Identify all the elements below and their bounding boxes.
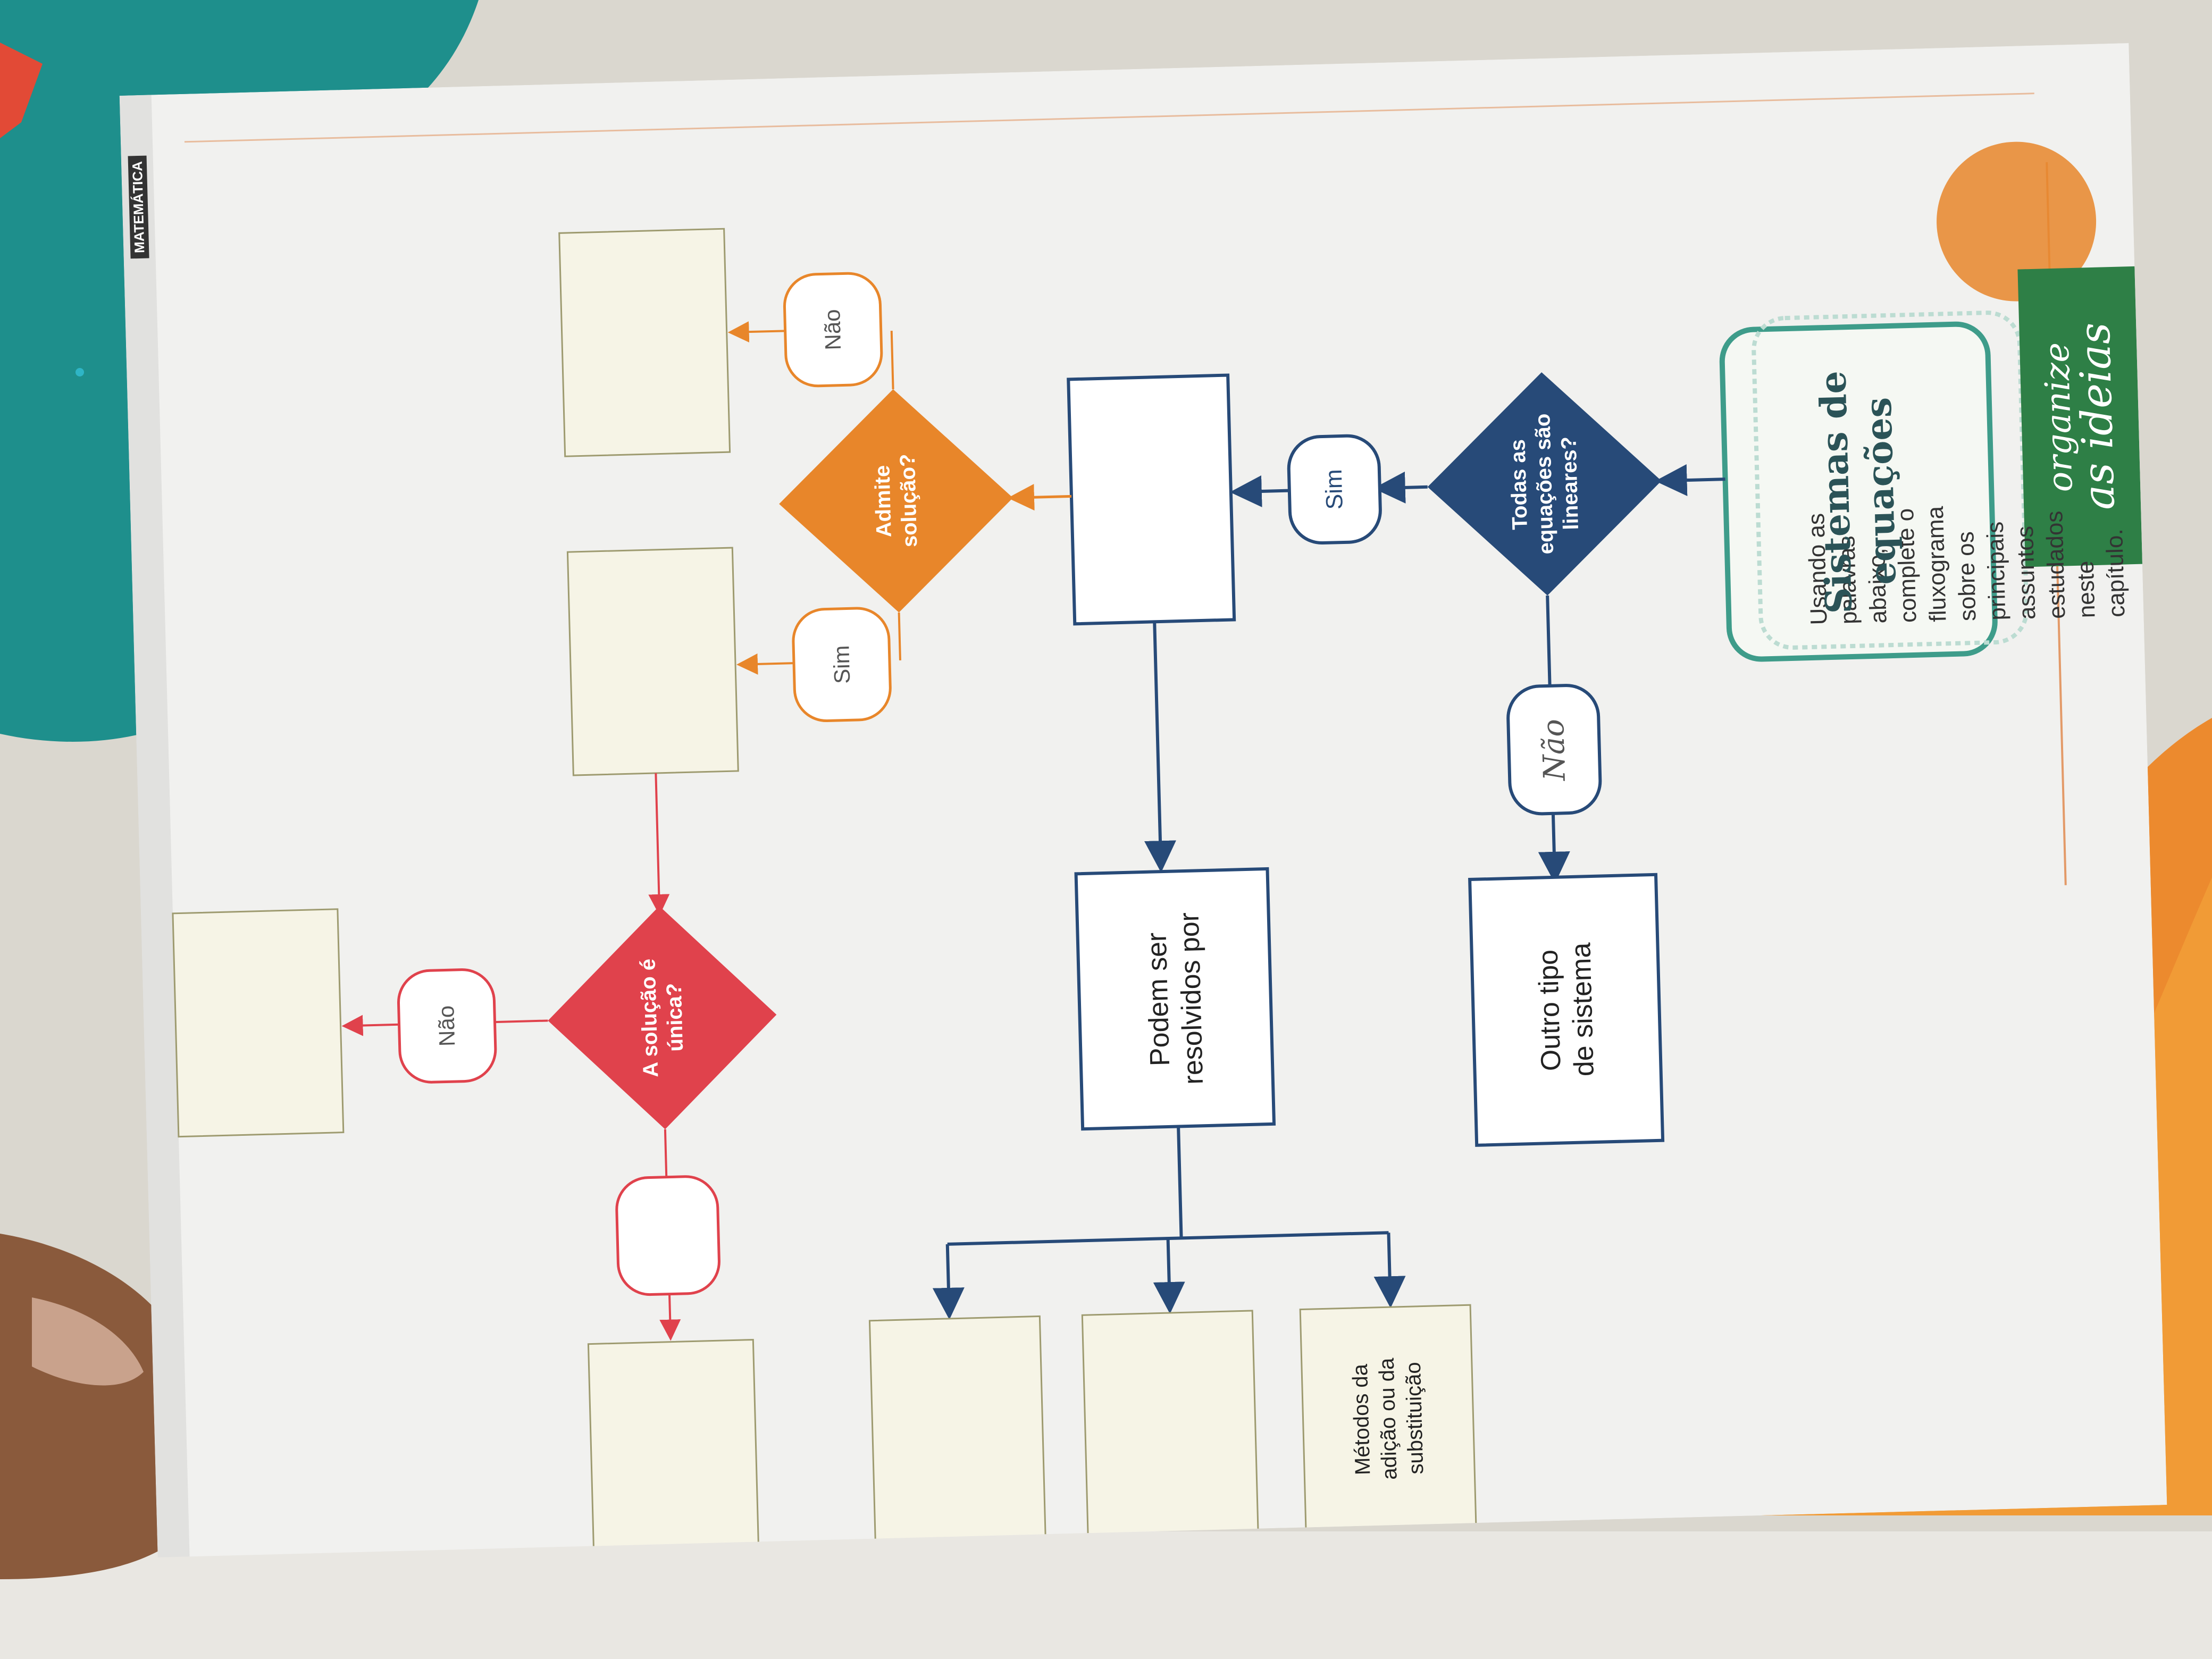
methods-wrap: Métodos da adição ou da substituição [1300,1305,1476,1532]
start-label: Sistemas de equações [1812,370,1905,614]
flowchart-canvas [119,43,2167,1558]
q-admits-label: Admite solução? [870,454,922,548]
ans-linear-yes: Sim [1320,468,1348,510]
other-system-label: Outro tipo de sistema [1532,942,1600,1077]
badge-line2: as ideias [2069,322,2124,511]
card-unique-no [172,908,345,1138]
other-system-wrap: Outro tipo de sistema [1470,875,1663,1145]
next-page-strip [0,1531,2212,1659]
textbook-page: organize as ideias Usando as palavras ab… [119,43,2167,1558]
header-badge [1937,141,2143,567]
q-admits-wrap: Admite solução? [776,386,1016,615]
solved-by-label: Podem ser resolvidos por [1141,912,1210,1085]
q-unique-label: A solução é única? [636,958,688,1078]
card-admits-yes [566,547,739,776]
methods-label: Métodos da adição ou da substituição [1348,1358,1428,1480]
ans-linear-yes-wrap: Sim [1288,435,1381,543]
q-linear-label: Todas as equações são lineares? [1506,413,1583,555]
ans-unique-no-wrap: Não [398,969,496,1083]
ans-admits-no: Não [819,308,846,351]
card-admits-no [558,228,731,457]
decision-admits [779,389,1013,613]
side-label-wrap: MATEMÁTICA [120,95,157,319]
ans-admits-no-wrap: Não [784,273,882,387]
ans-linear-no-wrap: Não [1507,685,1601,815]
card-empty-2 [1081,1310,1259,1539]
q-unique-wrap: A solução é única? [545,903,780,1132]
side-label: MATEMÁTICA [128,155,149,258]
ans-admits-yes-wrap: Sim [792,607,891,722]
solved-by-wrap: Podem ser resolvidos por [1076,869,1274,1129]
start-label-wrap: Sistemas de equações [1721,323,1996,660]
ans-linear-no: Não [1536,718,1572,781]
card-empty-3 [868,1315,1046,1545]
decision-unique [548,906,777,1129]
q-linear-wrap: Todas as equações são lineares? [1425,369,1664,598]
decision-linear [1427,372,1662,596]
ans-admits-yes: Sim [828,644,855,684]
card-unique-yes [587,1339,760,1558]
ans-unique-no: Não [433,1005,460,1047]
